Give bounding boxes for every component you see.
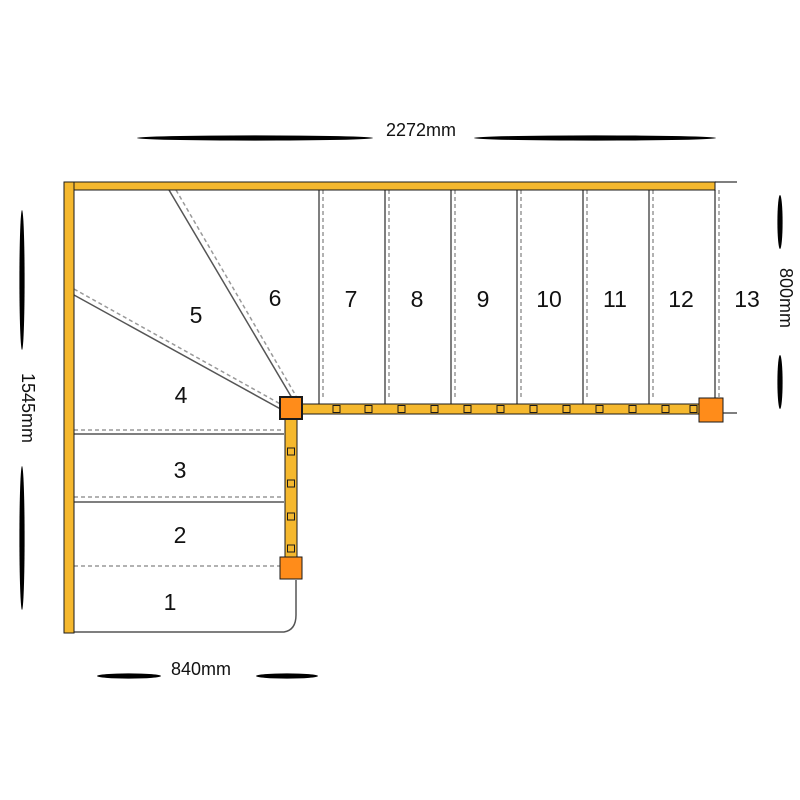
wall-stringers (63, 181, 716, 634)
spindle (332, 405, 341, 413)
step-numbers: 1 2 3 4 5 6 7 8 9 10 11 12 13 (164, 285, 760, 615)
newel-post-corner (279, 396, 303, 420)
dim-line-top-right (474, 135, 716, 141)
spindle (287, 544, 295, 553)
step-number-7: 7 (345, 286, 358, 312)
step-number-5: 5 (190, 302, 203, 328)
winder-line-4-5 (73, 294, 287, 413)
newel-post-bottom (279, 556, 303, 580)
spindle (661, 405, 670, 413)
step-number-3: 3 (174, 457, 187, 483)
spindle (430, 405, 439, 413)
top-wall-stringer (63, 181, 716, 191)
balustrade (284, 403, 713, 569)
nosing-dash-5 (73, 288, 285, 407)
dim-line-right-bottom (777, 355, 783, 409)
step-number-2: 2 (174, 522, 187, 548)
spindle (628, 405, 637, 413)
spindle (397, 405, 406, 413)
spindle (463, 405, 472, 413)
step-number-6: 6 (269, 285, 282, 311)
dim-label-lower-flight-width: 840mm (171, 659, 231, 679)
spindle (496, 405, 505, 413)
newel-post-top-end (698, 397, 724, 423)
nosing-dash-6 (175, 189, 297, 397)
spindles-vertical (287, 447, 295, 553)
spindles-horizontal (332, 405, 698, 413)
dim-label-upper-flight-width: 800mm (776, 268, 796, 328)
winder-line-5-6 (168, 189, 293, 399)
dim-label-total-width: 1545mm (18, 373, 38, 443)
tread-lines (73, 181, 737, 633)
step-number-4: 4 (175, 382, 188, 408)
dim-line-bottom-right (256, 673, 318, 679)
spindle (689, 405, 698, 413)
dim-label-total-length: 2272mm (386, 120, 456, 140)
spindle (529, 405, 538, 413)
spindle (287, 447, 295, 456)
dimension-lines (19, 135, 783, 679)
tread-1-outline (74, 580, 297, 633)
step-number-12: 12 (668, 286, 694, 312)
spindle (595, 405, 604, 413)
spindle (287, 479, 295, 488)
newel-posts (279, 396, 724, 580)
dim-line-right-top (777, 195, 783, 249)
dim-line-top-left (137, 135, 373, 141)
step-number-13: 13 (734, 286, 760, 312)
dim-line-bottom-left (97, 673, 161, 679)
step-number-9: 9 (477, 286, 490, 312)
dim-line-left-bottom (19, 466, 25, 610)
spindle (364, 405, 373, 413)
dim-line-left-top (19, 210, 25, 350)
step-number-10: 10 (536, 286, 562, 312)
spindle (287, 512, 295, 521)
left-wall-stringer (63, 181, 75, 634)
step-number-8: 8 (411, 286, 424, 312)
spindle (562, 405, 571, 413)
step-number-1: 1 (164, 589, 177, 615)
step-number-11: 11 (603, 286, 627, 312)
nosing-dashes (73, 189, 720, 567)
